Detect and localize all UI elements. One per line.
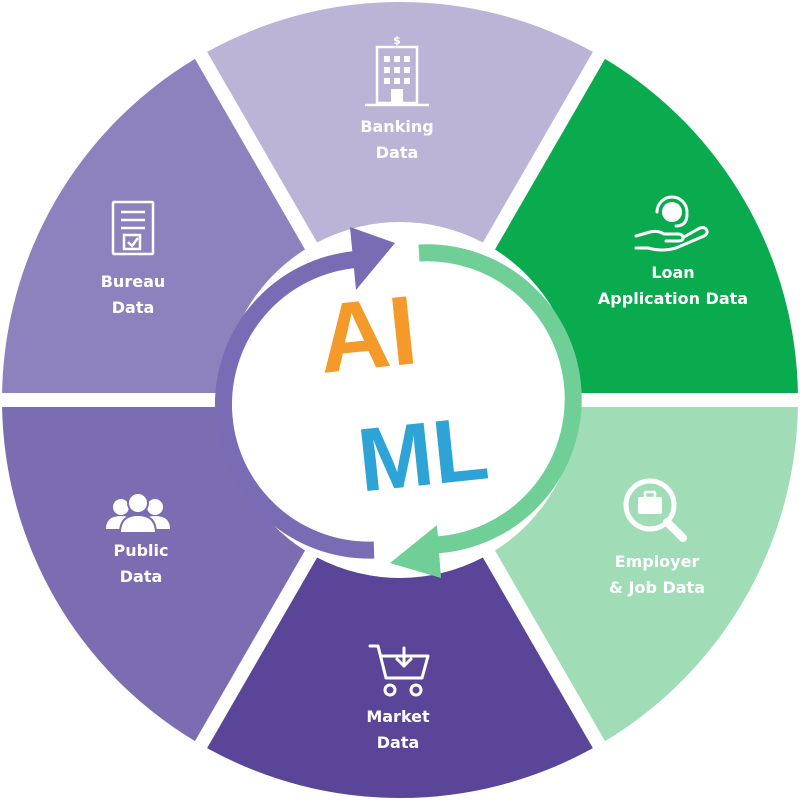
- report-document-icon: [111, 200, 155, 256]
- cycle-arrow-left: [214, 250, 375, 559]
- cycle-arrow-right: [418, 244, 582, 554]
- segment-label-bureau: Bureau Data: [101, 272, 166, 317]
- segment-public: [2, 406, 306, 742]
- banking-label-line1: Banking: [360, 117, 433, 136]
- bureau-label-line1: Bureau: [101, 272, 166, 291]
- market-label-line1: Market: [366, 707, 430, 726]
- bureau-label-line2: Data: [112, 298, 155, 317]
- segment-employer: [494, 406, 798, 742]
- segment-loan: [494, 58, 798, 394]
- briefcase-search-icon: [623, 478, 687, 542]
- segment-label-employer: Employer & Job Data: [609, 552, 705, 597]
- market-label-line2: Data: [377, 733, 420, 752]
- ai-text: AI: [313, 274, 422, 394]
- public-label-line1: Public: [113, 541, 168, 560]
- banking-label-line2: Data: [376, 143, 419, 162]
- segment-banking: [207, 2, 593, 243]
- segment-label-loan: Loan Application Data: [598, 263, 748, 308]
- loan-label-line2: Application Data: [598, 289, 748, 308]
- shopping-cart-icon: [368, 644, 430, 697]
- bank-building-icon: $: [365, 34, 429, 107]
- segment-label-market: Market Data: [366, 707, 430, 752]
- loan-label-line1: Loan: [651, 263, 694, 282]
- cycle-arrows: [214, 227, 582, 578]
- employer-label-line2: & Job Data: [609, 578, 705, 597]
- public-label-line2: Data: [120, 567, 163, 586]
- ml-text: ML: [353, 398, 493, 511]
- segment-label-public: Public Data: [113, 541, 168, 586]
- segment-label-banking: Banking Data: [360, 117, 433, 162]
- employer-label-line1: Employer: [615, 552, 700, 571]
- hand-with-headset-icon: [634, 195, 709, 252]
- cycle-arrow-right-head: [390, 525, 441, 578]
- svg-text:$: $: [393, 34, 401, 47]
- people-group-icon: [106, 492, 170, 534]
- cycle-arrow-left-head: [350, 227, 395, 290]
